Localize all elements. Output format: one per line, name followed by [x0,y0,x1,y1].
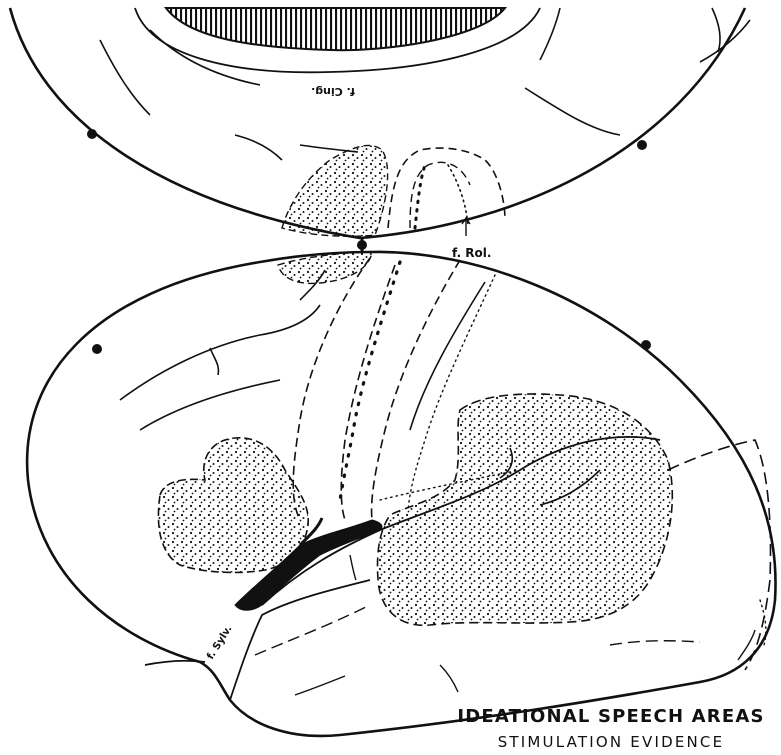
rolandic-fissure-dotted [340,262,400,500]
medial-sulcus-8 [700,20,750,62]
frontal-base [145,661,205,665]
rolandic-dotted-medial [415,165,425,228]
cingulate-label: f. Cing. [311,85,355,98]
caption-title: IDEATIONAL SPEECH AREAS [446,706,776,727]
medial-sulcus-5 [540,8,560,60]
temporal-sulcus-5 [610,641,700,645]
postcentral-anterior [372,260,460,520]
temporal-sulcus-2 [295,676,345,695]
sylvian-label: f. Sylv. [205,624,234,662]
medial-hemisphere: f. Cing. [10,8,750,238]
temporal-sulcus-1 [255,605,370,655]
medial-sulcus-3 [235,135,282,160]
frontal-sulcus-2 [210,348,218,375]
medial-marker-right [637,140,647,150]
caption-subtitle: STIMULATION EVIDENCE [446,733,776,751]
medial-sulcus-1 [100,40,150,115]
lateral-hemisphere [27,252,775,736]
medial-sulcus-7 [712,8,720,52]
corpus-callosum [166,8,505,50]
medial-sulcus-6 [525,88,620,135]
medial-marker-left [87,129,97,139]
frontal-sulcus-3 [140,380,280,430]
broca-stippled-area [158,438,308,573]
temporal-sulcus-4 [350,555,356,580]
frontal-sulcus-1 [120,305,320,400]
temporal-sulcus-3 [440,665,458,692]
precentral-anterior [293,258,370,520]
rolandic-label: f. Rol. [452,246,491,260]
posterior-stippled-area [378,394,673,625]
lateral-marker-left [92,344,102,354]
paracentral-lobule [388,148,505,228]
lateral-marker-right [641,340,651,350]
rolandic-medial-tail [448,165,468,225]
medial-stippled-area [282,145,388,236]
occipital-dashed-contour [668,440,770,670]
